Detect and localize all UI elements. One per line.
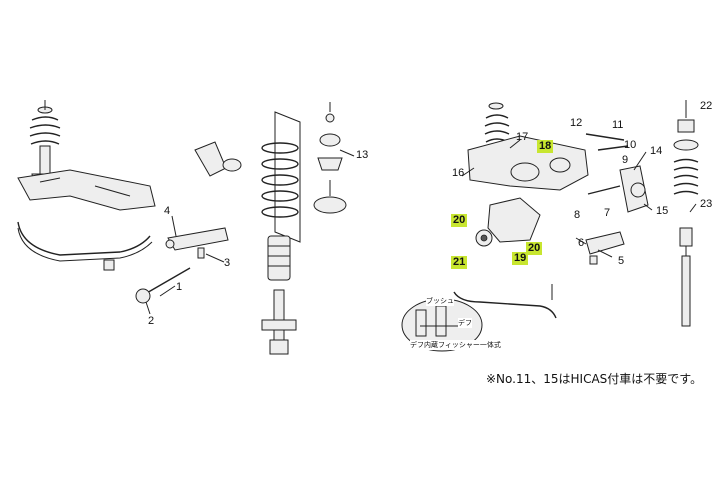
inset-caption: デフ内蔵フィッシャー一体式 bbox=[410, 340, 501, 350]
callout-17: 17 bbox=[516, 131, 529, 143]
callout-15: 15 bbox=[656, 205, 669, 217]
callout-22: 22 bbox=[700, 100, 713, 112]
coil-spring-box bbox=[274, 111, 301, 243]
footnote: ※No.11、15はHICAS付車は不要です。 bbox=[486, 372, 703, 386]
front-lower-arm bbox=[165, 227, 229, 259]
rear-lower-arm bbox=[585, 231, 625, 265]
bushing-inset-detail bbox=[401, 298, 483, 352]
inset-diff-label: デフ bbox=[458, 318, 472, 328]
rear-knuckle bbox=[619, 165, 649, 213]
callout-6: 6 bbox=[578, 237, 585, 249]
callout-5: 5 bbox=[618, 255, 625, 267]
upper-mount-stack bbox=[313, 102, 347, 214]
front-crossmember bbox=[17, 169, 156, 211]
callout-10: 10 bbox=[624, 139, 637, 151]
callout-20-lower: 20 bbox=[526, 242, 543, 255]
front-tension-rod bbox=[135, 267, 191, 304]
callout-11: 11 bbox=[612, 119, 624, 131]
strut-bump-boot bbox=[267, 235, 291, 281]
rear-stabilizer-bar bbox=[453, 284, 557, 319]
callout-7: 7 bbox=[604, 207, 611, 219]
rear-subframe bbox=[467, 135, 589, 191]
callout-4: 4 bbox=[164, 205, 171, 217]
callout-20-upper: 20 bbox=[451, 214, 468, 227]
callout-12: 12 bbox=[570, 117, 583, 129]
differential bbox=[475, 197, 541, 247]
callout-13: 13 bbox=[356, 149, 369, 161]
callout-9: 9 bbox=[622, 154, 629, 166]
coil-spring bbox=[261, 142, 299, 218]
callout-14: 14 bbox=[650, 145, 663, 157]
rear-coilover bbox=[673, 100, 699, 327]
callout-23: 23 bbox=[700, 198, 713, 210]
callout-8: 8 bbox=[574, 209, 581, 221]
inset-bushing-label: ブッシュ bbox=[426, 296, 454, 306]
callout-19: 19 bbox=[512, 252, 529, 265]
front-knuckle bbox=[194, 141, 242, 177]
leader-lines bbox=[145, 139, 697, 315]
callout-18: 18 bbox=[537, 140, 554, 153]
callout-16: 16 bbox=[452, 167, 465, 179]
callout-3: 3 bbox=[224, 257, 231, 269]
rear-upper-links bbox=[585, 133, 629, 195]
front-shock-absorber bbox=[261, 289, 297, 355]
callout-21: 21 bbox=[451, 256, 468, 269]
callout-2: 2 bbox=[148, 315, 155, 327]
front-stabilizer-bar bbox=[17, 221, 153, 271]
callout-1: 1 bbox=[176, 281, 183, 293]
